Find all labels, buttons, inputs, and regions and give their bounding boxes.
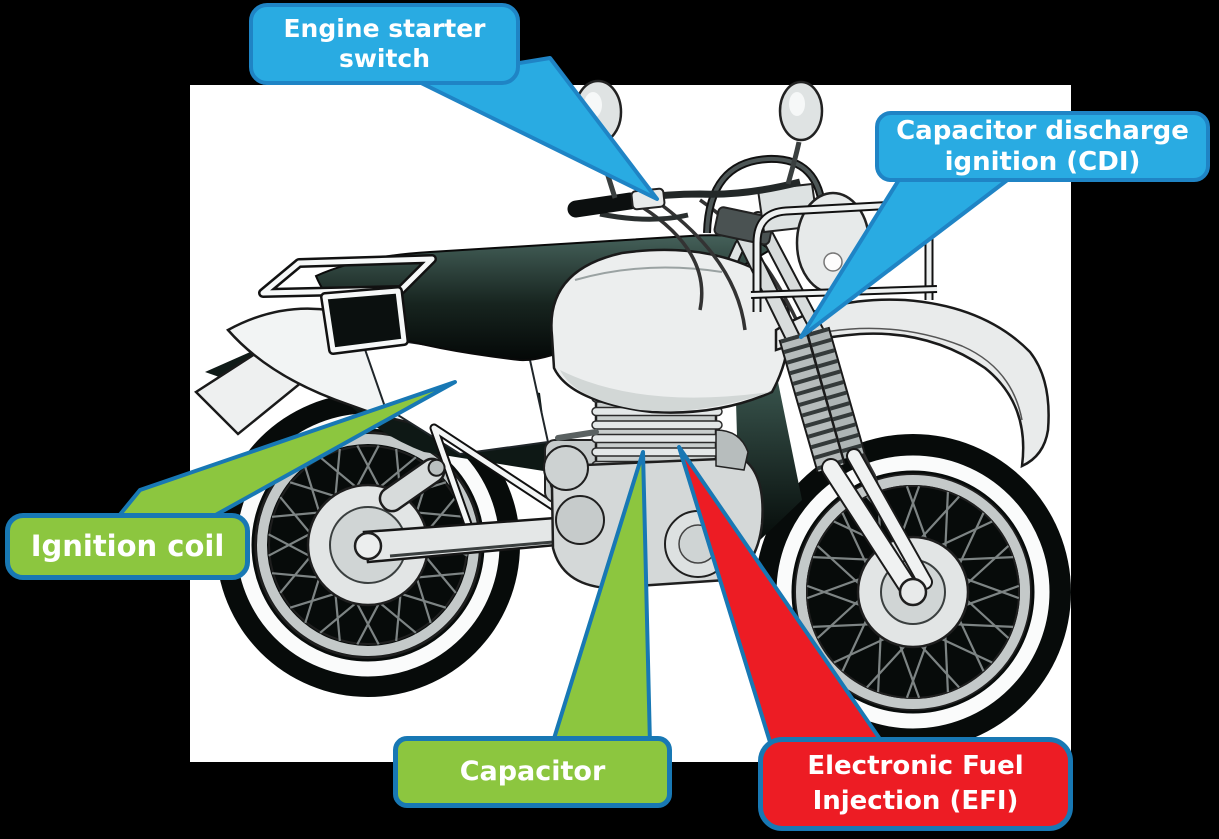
callout-electronic-fuel-injection: Electronic Fuel Injection (EFI)	[758, 737, 1073, 831]
callout-capacitor-discharge-ignition: Capacitor discharge ignition (CDI)	[875, 111, 1210, 182]
callout-label: Capacitor	[459, 755, 606, 787]
callout-capacitor: Capacitor	[393, 736, 672, 808]
handlebar-assembly	[567, 79, 824, 222]
callout-tails	[116, 56, 1012, 747]
callout-engine-starter-switch: Engine starter switch	[249, 3, 520, 85]
mirror-right-highlight	[789, 92, 805, 116]
front-fork	[713, 206, 933, 607]
callout-label: Ignition coil	[30, 528, 225, 563]
callout-label: Engine starter switch	[283, 13, 486, 74]
callout-label: Capacitor discharge ignition (CDI)	[896, 115, 1189, 177]
handlebar-grip	[567, 192, 639, 218]
rear-axle	[353, 531, 383, 561]
motorcycle-illustration	[194, 79, 1071, 750]
callout-label: Electronic Fuel Injection (EFI)	[807, 750, 1024, 816]
mirror-stem-right	[785, 141, 802, 185]
rear-rack	[258, 254, 437, 355]
rear-shock	[378, 457, 446, 513]
callout-ignition-coil: Ignition coil	[5, 513, 250, 580]
front-fender	[774, 298, 1050, 469]
brake-rod	[389, 539, 566, 558]
